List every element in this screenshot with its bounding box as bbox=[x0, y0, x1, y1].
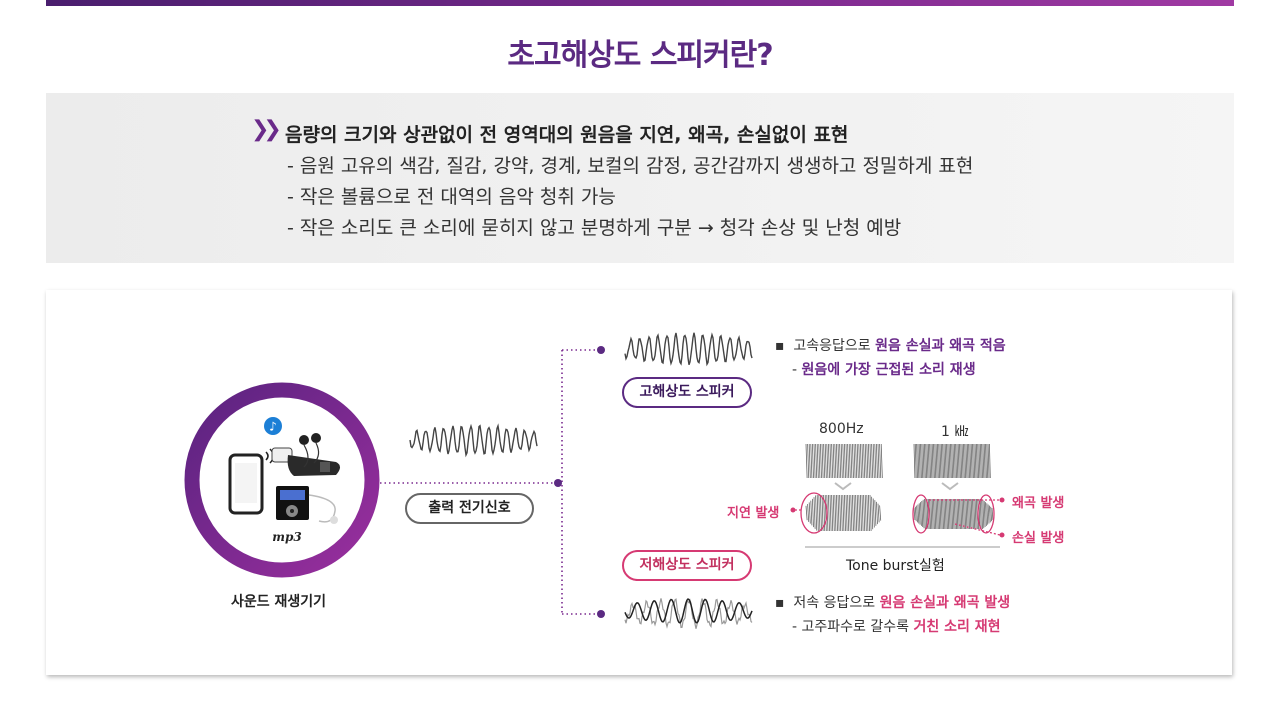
distortion-label: 왜곡 발생 bbox=[1012, 496, 1065, 511]
summary-heading: 음량의 크기와 상관없이 전 영역대의 원음을 지연, 왜곡, 손실없이 표현 bbox=[285, 124, 849, 146]
low-res-speaker-pill: 저해상도 스피커 bbox=[622, 550, 752, 581]
summary-box bbox=[46, 93, 1234, 263]
low-res-desc-2: - 고주파수로 갈수록 거친 소리 재현 bbox=[792, 616, 1000, 636]
bullet-icon: ▪ bbox=[775, 595, 785, 611]
diagram-panel bbox=[46, 290, 1232, 675]
high-res-desc-2-highlight: 원음에 가장 근접된 소리 재생 bbox=[801, 362, 976, 378]
high-res-desc-1-highlight: 원음 손실과 왜곡 적음 bbox=[875, 338, 1006, 354]
double-chevron-icon: ❯❯ bbox=[251, 117, 282, 142]
high-res-desc-2: - 원음에 가장 근접된 소리 재생 bbox=[792, 359, 976, 379]
delay-label: 지연 발생 bbox=[727, 506, 780, 521]
low-res-desc-2-highlight: 거친 소리 재현 bbox=[913, 619, 1001, 635]
summary-line: - 작은 볼륨으로 전 대역의 음악 청취 가능 bbox=[287, 186, 616, 208]
high-res-desc-2-text: - bbox=[792, 362, 802, 378]
high-res-speaker-pill: 고해상도 스피커 bbox=[622, 377, 752, 408]
top-accent-bar bbox=[46, 0, 1234, 6]
tone-burst-caption: Tone burst실험 bbox=[846, 558, 945, 574]
low-res-desc-2-text: - 고주파수로 갈수록 bbox=[792, 619, 914, 635]
device-label: 사운드 재생기기 bbox=[231, 594, 327, 610]
bullet-icon: ▪ bbox=[775, 338, 785, 354]
high-res-desc-1: ▪ 고속응답으로 원음 손실과 왜곡 적음 bbox=[775, 335, 1006, 355]
summary-line: - 음원 고유의 색감, 질감, 강약, 경계, 보컬의 감정, 공간감까지 생… bbox=[287, 155, 974, 177]
page-title: 초고해상도 스피커란? bbox=[507, 38, 773, 73]
summary-line: - 작은 소리도 큰 소리에 묻히지 않고 분명하게 구분 → 청각 손상 및 … bbox=[287, 217, 902, 239]
freq-1khz-label: 1 ㎑ bbox=[941, 424, 969, 440]
signal-label-pill: 출력 전기신호 bbox=[405, 493, 534, 524]
low-res-desc-1-highlight: 원음 손실과 왜곡 발생 bbox=[879, 595, 1011, 611]
low-res-desc-1: ▪ 저속 응답으로 원음 손실과 왜곡 발생 bbox=[775, 592, 1010, 612]
loss-label: 손실 발생 bbox=[1012, 531, 1065, 546]
freq-800hz-label: 800Hz bbox=[819, 421, 864, 437]
low-res-desc-1-text: 저속 응답으로 bbox=[793, 595, 880, 611]
high-res-desc-1-text: 고속응답으로 bbox=[793, 338, 876, 354]
